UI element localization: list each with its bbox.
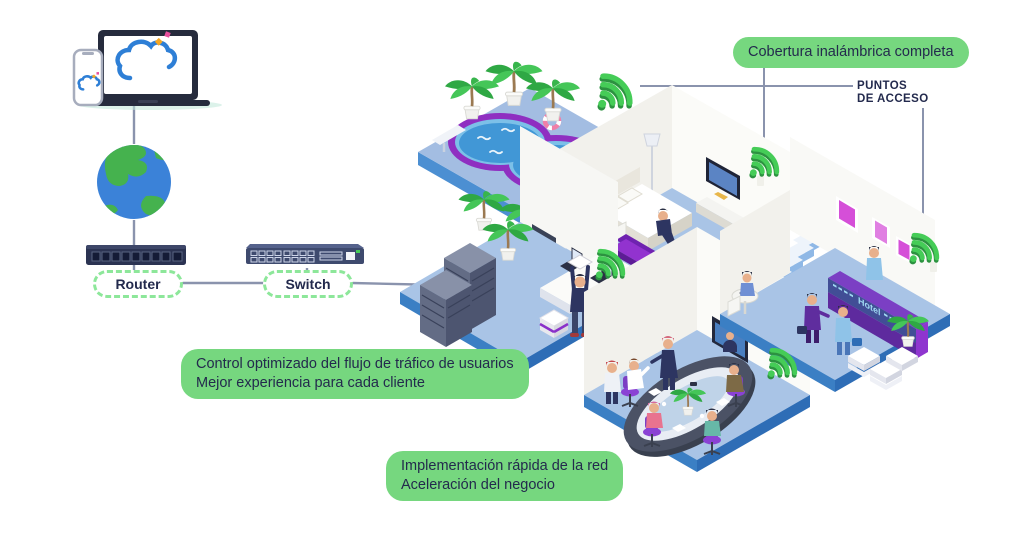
coverage-callout-pill: Cobertura inalámbrica completa <box>733 37 969 68</box>
control-callout-line2: Mejor experiencia para cada cliente <box>196 374 425 391</box>
access-points-label: PUNTOS DE ACCESO <box>857 80 929 105</box>
person-meeting-teal-top <box>704 408 721 436</box>
implementation-callout-line1: Implementación rápida de la red <box>401 458 609 474</box>
control-callout-pill: Control optimizado del flujo de tráfico … <box>181 349 529 399</box>
wall-tv <box>706 157 740 200</box>
palm-tree <box>457 189 511 232</box>
cloud-devices <box>72 30 364 265</box>
luggage-stack <box>848 347 918 390</box>
wall-picture <box>872 217 890 248</box>
person-meeting-pink-hair <box>646 401 663 428</box>
router-label-text: Router <box>115 276 161 292</box>
videocall-tv <box>712 316 748 363</box>
person-meeting-white-shirt <box>627 358 650 390</box>
cloud-icon <box>77 72 101 91</box>
person-guest-purple <box>797 293 830 343</box>
ap-box <box>538 309 570 338</box>
access-points-line1: PUNTOS <box>857 80 908 92</box>
switch-label-tag: Switch <box>263 270 353 298</box>
control-callout-line1: Control optimizado del flujo de tráfico … <box>196 356 514 372</box>
switch-device-icon <box>246 244 364 264</box>
wall-picture <box>896 236 912 264</box>
router-label-tag: Router <box>93 270 183 298</box>
diving-board <box>432 125 466 152</box>
lobby-table <box>727 271 759 317</box>
cloud-icon <box>115 31 178 81</box>
server-rack <box>420 243 496 347</box>
wall-picture <box>836 196 858 233</box>
implementation-callout-pill: Implementación rápida de la red Acelerac… <box>386 451 624 501</box>
person-receptionist <box>866 246 883 280</box>
globe-icon <box>97 145 171 219</box>
person-stairs-tray <box>604 360 621 404</box>
smartphone <box>72 48 104 107</box>
access-points-line2: DE ACCESO <box>857 92 929 105</box>
room-reception: Hotel <box>720 137 950 392</box>
wall-ap-mount <box>757 176 764 186</box>
room-meeting <box>584 227 810 472</box>
floor-lamp <box>643 133 661 196</box>
router-device-icon <box>86 245 186 265</box>
switch-label-text: Switch <box>285 276 331 292</box>
person-meeting-brown-jacket <box>726 363 744 392</box>
person-guest-blue <box>835 305 862 355</box>
wall-ap-mount <box>930 262 937 272</box>
laptop <box>86 30 210 106</box>
implementation-callout-line2: Aceleración del negocio <box>401 476 555 493</box>
person-meeting-standing-woman <box>650 336 678 390</box>
coverage-callout-text: Cobertura inalámbrica completa <box>748 44 954 60</box>
